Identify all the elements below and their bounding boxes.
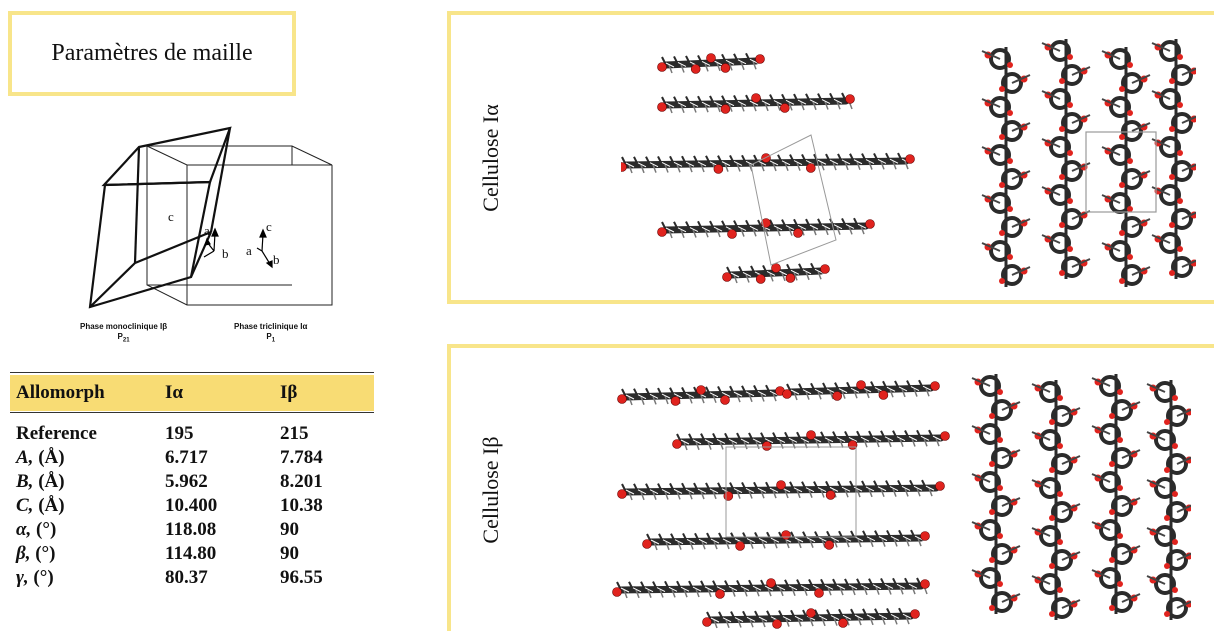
row-label: γ, (°) xyxy=(10,567,165,589)
ibeta-chain-4 xyxy=(617,479,945,501)
ialpha-sheet-1 xyxy=(981,47,1031,287)
ibeta-sheet-2 xyxy=(1031,380,1081,620)
cellulose-ibeta-label: Cellulose Iβ xyxy=(478,435,503,544)
ialpha-sheet-4 xyxy=(1151,39,1196,279)
phase-triclinic-label: Phase triclinique Iα P1 xyxy=(234,322,307,346)
row-symbol: B, xyxy=(16,471,34,492)
ialpha-chain-1 xyxy=(657,52,765,74)
row-label: β, (°) xyxy=(10,543,165,565)
table-row: Reference 195 215 xyxy=(10,422,374,446)
header-ialpha: Iα xyxy=(165,382,183,403)
ialpha-value: 10.400 xyxy=(165,495,218,516)
ialpha-value: 118.08 xyxy=(165,519,217,540)
ialpha-value: 195 xyxy=(165,423,194,444)
row-unit: (°) xyxy=(31,519,57,540)
row-unit: (Å) xyxy=(33,447,65,468)
ialpha-sheet-3 xyxy=(1101,47,1151,287)
ibeta-chain-7 xyxy=(702,607,920,629)
title-box: Paramètres de maille xyxy=(8,11,296,96)
phase-triclinic-group-sub: 1 xyxy=(271,337,276,344)
ialpha-sheet-unit-cell xyxy=(1085,131,1157,213)
left-axis-a: a xyxy=(204,223,210,238)
ialpha-sheet-projection xyxy=(981,39,1196,287)
right-axis-a: a xyxy=(246,243,252,258)
ibeta-chain-1 xyxy=(617,384,785,406)
cellulose-ialpha-label: Cellulose Iα xyxy=(478,103,503,212)
page-title: Paramètres de maille xyxy=(51,40,253,66)
ibeta-chain-6 xyxy=(612,577,930,599)
ialpha-value: 6.717 xyxy=(165,447,208,468)
row-symbol: α, xyxy=(16,519,32,540)
row-label: C, (Å) xyxy=(10,495,165,517)
left-axis-c: c xyxy=(168,209,174,224)
table-header: Allomorph Iα Iβ xyxy=(10,375,374,411)
row-unit: (Å) xyxy=(33,471,65,492)
right-axis-b: b xyxy=(273,252,280,267)
header-allomorph: Allomorph xyxy=(16,382,105,403)
ialpha-sheet-2 xyxy=(1041,39,1091,279)
ialpha-unit-cell xyxy=(750,134,837,266)
ialpha-value: 80.37 xyxy=(165,567,208,588)
ibeta-value: 90 xyxy=(280,519,299,540)
ibeta-value: 90 xyxy=(280,543,299,564)
ibeta-sheet-4 xyxy=(1146,380,1191,620)
phase-triclinic-name: Phase triclinique Iα xyxy=(234,322,308,331)
ialpha-value: 5.962 xyxy=(165,471,208,492)
ibeta-chain-5 xyxy=(642,529,930,551)
unit-cell-diagram: c a b c a b Phase monoclinique Iβ P21 Ph… xyxy=(62,110,382,360)
ibeta-value: 10.38 xyxy=(280,495,323,516)
ialpha-chain-4 xyxy=(657,217,875,239)
cellulose-ialpha-panel: Cellulose Iα xyxy=(447,11,1214,304)
ibeta-value: 96.55 xyxy=(280,567,323,588)
row-symbol: β, xyxy=(16,543,31,564)
phase-monoclinic-group-sub: 21 xyxy=(122,337,130,344)
ibeta-chain-projection xyxy=(612,379,950,629)
row-label: Reference xyxy=(10,423,165,445)
row-symbol: A, xyxy=(16,447,34,468)
row-label-text: Reference xyxy=(16,423,97,444)
ialpha-chain-5 xyxy=(722,262,830,284)
row-label: A, (Å) xyxy=(10,447,165,469)
ibeta-sheet-3 xyxy=(1091,374,1141,614)
ibeta-unit-cell xyxy=(725,446,857,538)
phase-monoclinic-label: Phase monoclinique Iβ P21 xyxy=(80,322,167,346)
row-label: α, (°) xyxy=(10,519,165,541)
row-unit: (°) xyxy=(28,567,54,588)
ialpha-value: 114.80 xyxy=(165,543,217,564)
phase-monoclinic-name: Phase monoclinique Iβ xyxy=(80,322,168,331)
ialpha-chain-3 xyxy=(621,152,915,174)
row-symbol: γ, xyxy=(16,567,29,588)
unit-cell-drawing xyxy=(88,126,333,309)
ialpha-chain-projection xyxy=(621,52,915,284)
table-mid-rule xyxy=(10,412,374,413)
ialpha-chain-2 xyxy=(657,92,855,114)
cellulose-ibeta-panel: Cellulose Iβ xyxy=(447,344,1214,631)
ibeta-value: 215 xyxy=(280,423,309,444)
row-label: B, (Å) xyxy=(10,471,165,493)
left-axis-b: b xyxy=(222,246,229,261)
ibeta-chain-2 xyxy=(782,379,940,401)
ibeta-value: 8.201 xyxy=(280,471,323,492)
ibeta-sheet-projection xyxy=(971,374,1191,620)
ibeta-sheet-1 xyxy=(971,374,1021,614)
row-unit: (°) xyxy=(30,543,56,564)
table-top-rule xyxy=(10,372,374,373)
ibeta-value: 7.784 xyxy=(280,447,323,468)
phase-triclinic-group: P xyxy=(266,332,272,341)
row-symbol: C, xyxy=(16,495,34,516)
phase-monoclinic-group: P xyxy=(117,332,123,341)
right-axis-c: c xyxy=(266,219,272,234)
header-ibeta: Iβ xyxy=(280,382,298,403)
row-unit: (Å) xyxy=(33,495,65,516)
